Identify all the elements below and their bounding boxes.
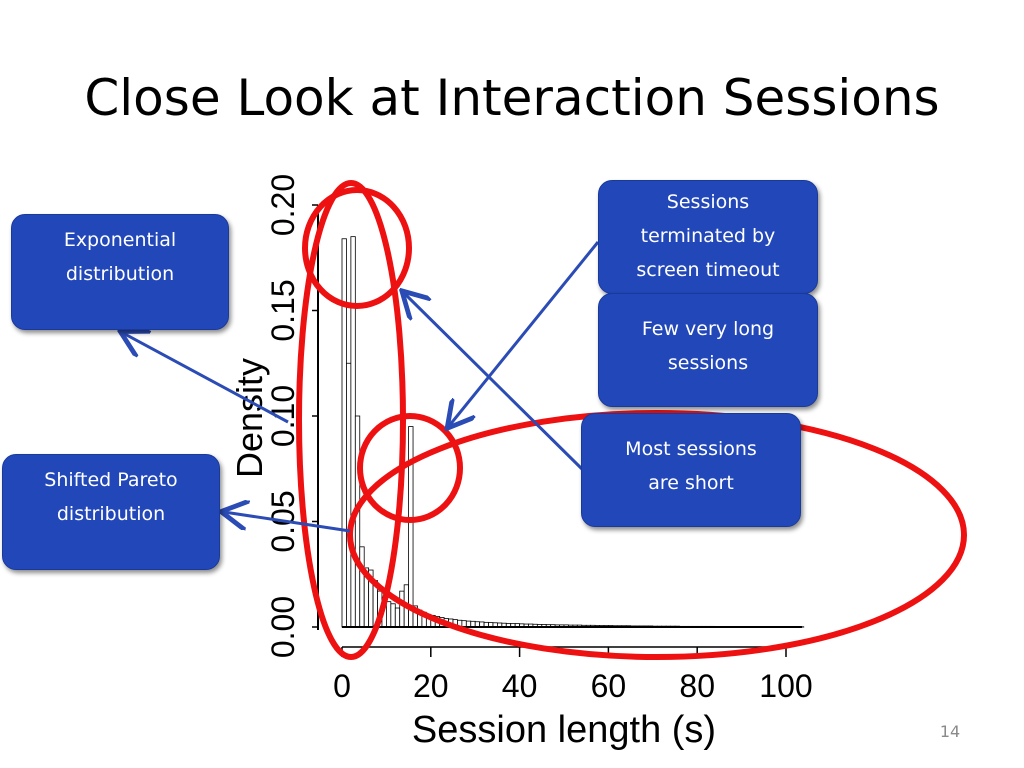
callout-timeout-line-2: terminated by (640, 225, 776, 247)
histogram-bar (346, 362, 352, 628)
x-tick-label: 0 (333, 668, 351, 704)
x-axis-ticks: 0 20 40 60 80 100 (333, 647, 813, 704)
y-tick-label: 0.10 (265, 385, 301, 447)
callout-long-line-2: sessions (667, 352, 749, 374)
arrow-pareto (224, 512, 351, 533)
histogram-bar (359, 546, 365, 628)
x-tick-label: 20 (413, 668, 449, 704)
callout-short-line-1: Most sessions (625, 438, 757, 460)
histogram-bar (394, 607, 401, 628)
page-number: 14 (939, 722, 961, 741)
histogram-bar (390, 603, 396, 628)
histogram-bar (350, 236, 356, 628)
callout-long-line-1: Few very long (641, 318, 775, 340)
annotation-ellipse-peak (302, 187, 412, 309)
histogram-bar (408, 426, 414, 628)
histogram-bar (399, 590, 405, 628)
arrow-exponential (123, 333, 289, 424)
callout-long-sessions: Few very long sessions (598, 293, 818, 407)
y-tick-label: 0.15 (265, 279, 301, 341)
annotation-ellipse-timeout (357, 413, 463, 523)
callout-timeout-line-1: Sessions (666, 191, 750, 213)
arrow-short (404, 293, 585, 472)
callout-timeout: Sessions terminated by screen timeout (598, 180, 818, 294)
callout-short-line-2: are short (648, 472, 734, 494)
x-tick-label: 40 (502, 668, 538, 704)
callout-exponential-line-2: distribution (65, 263, 175, 285)
arrow-timeout (449, 241, 600, 426)
x-tick-label: 100 (759, 668, 812, 704)
x-tick-label: 80 (679, 668, 715, 704)
callout-pareto-line-2: distribution (56, 503, 166, 525)
callout-exponential: Exponential distribution (11, 214, 229, 330)
y-axis-ticks: 0.000.050.100.150.20 (265, 174, 318, 658)
y-axis-label: Density (229, 358, 270, 478)
y-tick-label: 0.20 (265, 174, 301, 236)
x-axis-label: Session length (s) (412, 709, 716, 751)
callout-pareto-line-1: Shifted Pareto (44, 469, 178, 491)
x-tick-label: 60 (591, 668, 627, 704)
annotation-ellipse-tall (296, 180, 406, 660)
slide-title: Close Look at Interaction Sessions (84, 69, 940, 127)
callout-short-sessions: Most sessions are short (581, 413, 801, 527)
y-tick-label: 0.00 (265, 596, 301, 658)
callout-exponential-line-1: Exponential (63, 229, 177, 251)
callout-timeout-line-3: screen timeout (636, 259, 780, 281)
histogram-bar (354, 415, 361, 628)
histogram-bar (385, 601, 392, 628)
callout-pareto: Shifted Pareto distribution (2, 454, 220, 570)
histogram-bar (341, 238, 347, 628)
